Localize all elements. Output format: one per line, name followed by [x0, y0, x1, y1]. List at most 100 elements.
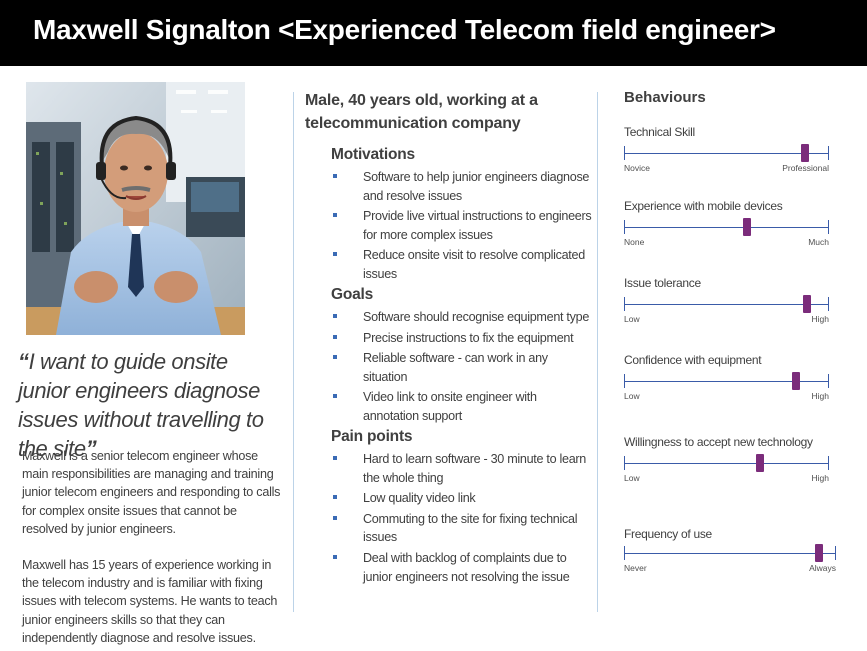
- scale-track: [625, 153, 829, 154]
- list-item: Hard to learn software - 30 minute to le…: [331, 450, 593, 487]
- scale-end-tick: [828, 297, 829, 311]
- scale-high-label: High: [811, 314, 829, 324]
- list-item: Reliable software - can work in any situ…: [331, 349, 593, 386]
- scale-label: Frequency of use: [624, 527, 712, 541]
- column-divider: [293, 92, 294, 612]
- motivations-list: Software to help junior engineers diagno…: [331, 168, 593, 286]
- behaviours-heading: Behaviours: [624, 89, 706, 106]
- behaviour-scale: Frequency of use Never Always: [624, 527, 839, 587]
- list-item-text: Reliable software - can work in any situ…: [363, 351, 548, 384]
- list-item: Reduce onsite visit to resolve complicat…: [331, 246, 593, 283]
- scale-low-label: Low: [624, 473, 640, 483]
- bullet-icon: [333, 495, 337, 500]
- scale-end-tick: [828, 456, 829, 470]
- list-item: Commuting to the site for fixing technic…: [331, 510, 593, 547]
- list-item-text: Video link to onsite engineer with annot…: [363, 390, 537, 423]
- column-divider: [597, 92, 598, 612]
- page-title: Maxwell Signalton <Experienced Telecom f…: [33, 14, 776, 45]
- list-item-text: Low quality video link: [363, 491, 476, 506]
- persona-quote: “I want to guide onsite junior engineers…: [18, 347, 280, 463]
- scale-low-label: Never: [624, 563, 647, 573]
- scale-start-tick: [624, 297, 625, 311]
- bullet-icon: [333, 515, 337, 520]
- scale-track: [625, 227, 829, 228]
- pain-points-heading: Pain points: [331, 428, 413, 445]
- goals-heading: Goals: [331, 286, 374, 303]
- bullet-icon: [333, 314, 337, 318]
- scale-track: [625, 381, 829, 382]
- pain-points-list: Hard to learn software - 30 minute to le…: [331, 450, 593, 588]
- goals-list: Software should recognise equipment type…: [331, 308, 593, 428]
- list-item: Provide live virtual instructions to eng…: [331, 207, 593, 244]
- scale-end-tick: [828, 220, 829, 234]
- scale-start-tick: [624, 220, 625, 234]
- scale-high-label: Always: [809, 563, 836, 573]
- list-item-text: Reduce onsite visit to resolve complicat…: [363, 248, 585, 281]
- scale-high-label: Much: [808, 237, 829, 247]
- list-item-text: Software to help junior engineers diagno…: [363, 170, 590, 203]
- scale-start-tick: [624, 546, 625, 560]
- scale-label: Technical Skill: [624, 125, 695, 139]
- behaviour-scale: Willingness to accept new technology Low…: [624, 435, 839, 495]
- scale-track: [625, 463, 829, 464]
- bullet-icon: [333, 554, 337, 559]
- scale-marker: [792, 372, 801, 390]
- scale-marker: [743, 218, 752, 236]
- demographics: Male, 40 years old, working at a telecom…: [305, 92, 538, 132]
- list-item-text: Software should recognise equipment type: [363, 310, 590, 324]
- scale-end-tick: [828, 374, 829, 388]
- scale-low-label: Novice: [624, 163, 650, 173]
- bullet-icon: [333, 355, 337, 360]
- bullet-icon: [333, 334, 337, 339]
- scale-start-tick: [624, 456, 625, 470]
- persona-bio: Maxwell is a senior telecom engineer who…: [22, 447, 284, 647]
- quote-close-mark: ”: [85, 436, 97, 461]
- scale-end-tick: [835, 546, 836, 560]
- list-item: Low quality video link: [331, 489, 593, 508]
- bio-paragraph: Maxwell is a senior telecom engineer who…: [22, 449, 281, 536]
- scale-start-tick: [624, 374, 625, 388]
- quote-open-mark: “: [18, 349, 29, 374]
- list-item: Video link to onsite engineer with annot…: [331, 388, 593, 425]
- behaviour-scale: Experience with mobile devices None Much: [624, 199, 839, 259]
- list-item-text: Precise instructions to fix the equipmen…: [363, 330, 574, 345]
- title-bar: Maxwell Signalton <Experienced Telecom f…: [0, 0, 867, 66]
- persona-photo: [26, 82, 245, 335]
- scale-track: [625, 304, 829, 305]
- scale-high-label: High: [811, 473, 829, 483]
- scale-marker: [800, 144, 809, 162]
- list-item-text: Provide live virtual instructions to eng…: [363, 209, 592, 242]
- behaviour-scale: Technical Skill Novice Professional: [624, 125, 839, 185]
- scale-end-tick: [828, 146, 829, 160]
- list-item: Software should recognise equipment type: [331, 308, 593, 327]
- list-item-text: Hard to learn software - 30 minute to le…: [363, 452, 586, 485]
- bio-paragraph: Maxwell has 15 years of experience worki…: [22, 558, 278, 645]
- scale-low-label: Low: [624, 314, 640, 324]
- motivations-heading: Motivations: [331, 146, 415, 163]
- scale-marker: [802, 295, 811, 313]
- scale-high-label: High: [811, 391, 829, 401]
- behaviour-scale: Issue tolerance Low High: [624, 276, 839, 336]
- scale-marker: [815, 544, 824, 562]
- scale-low-label: Low: [624, 391, 640, 401]
- bullet-icon: [333, 213, 337, 218]
- bullet-icon: [333, 394, 337, 399]
- scale-label: Confidence with equipment: [624, 353, 762, 367]
- list-item-text: Deal with backlog of complaints due to j…: [363, 550, 570, 584]
- scale-label: Willingness to accept new technology: [624, 435, 813, 449]
- bullet-icon: [333, 252, 337, 257]
- scale-label: Experience with mobile devices: [624, 199, 783, 213]
- list-item-text: Commuting to the site for fixing technic…: [363, 511, 578, 545]
- scale-label: Issue tolerance: [624, 276, 701, 290]
- bullet-icon: [333, 174, 337, 178]
- scale-low-label: None: [624, 237, 645, 247]
- list-item: Deal with backlog of complaints due to j…: [331, 549, 593, 586]
- persona-illustration: [26, 82, 245, 335]
- behaviour-scale: Confidence with equipment Low High: [624, 353, 839, 413]
- quote-text: I want to guide onsite junior engineers …: [18, 349, 264, 461]
- list-item: Precise instructions to fix the equipmen…: [331, 329, 593, 348]
- scale-marker: [755, 454, 764, 472]
- scale-high-label: Professional: [782, 163, 829, 173]
- list-item: Software to help junior engineers diagno…: [331, 168, 593, 205]
- bullet-icon: [333, 456, 337, 460]
